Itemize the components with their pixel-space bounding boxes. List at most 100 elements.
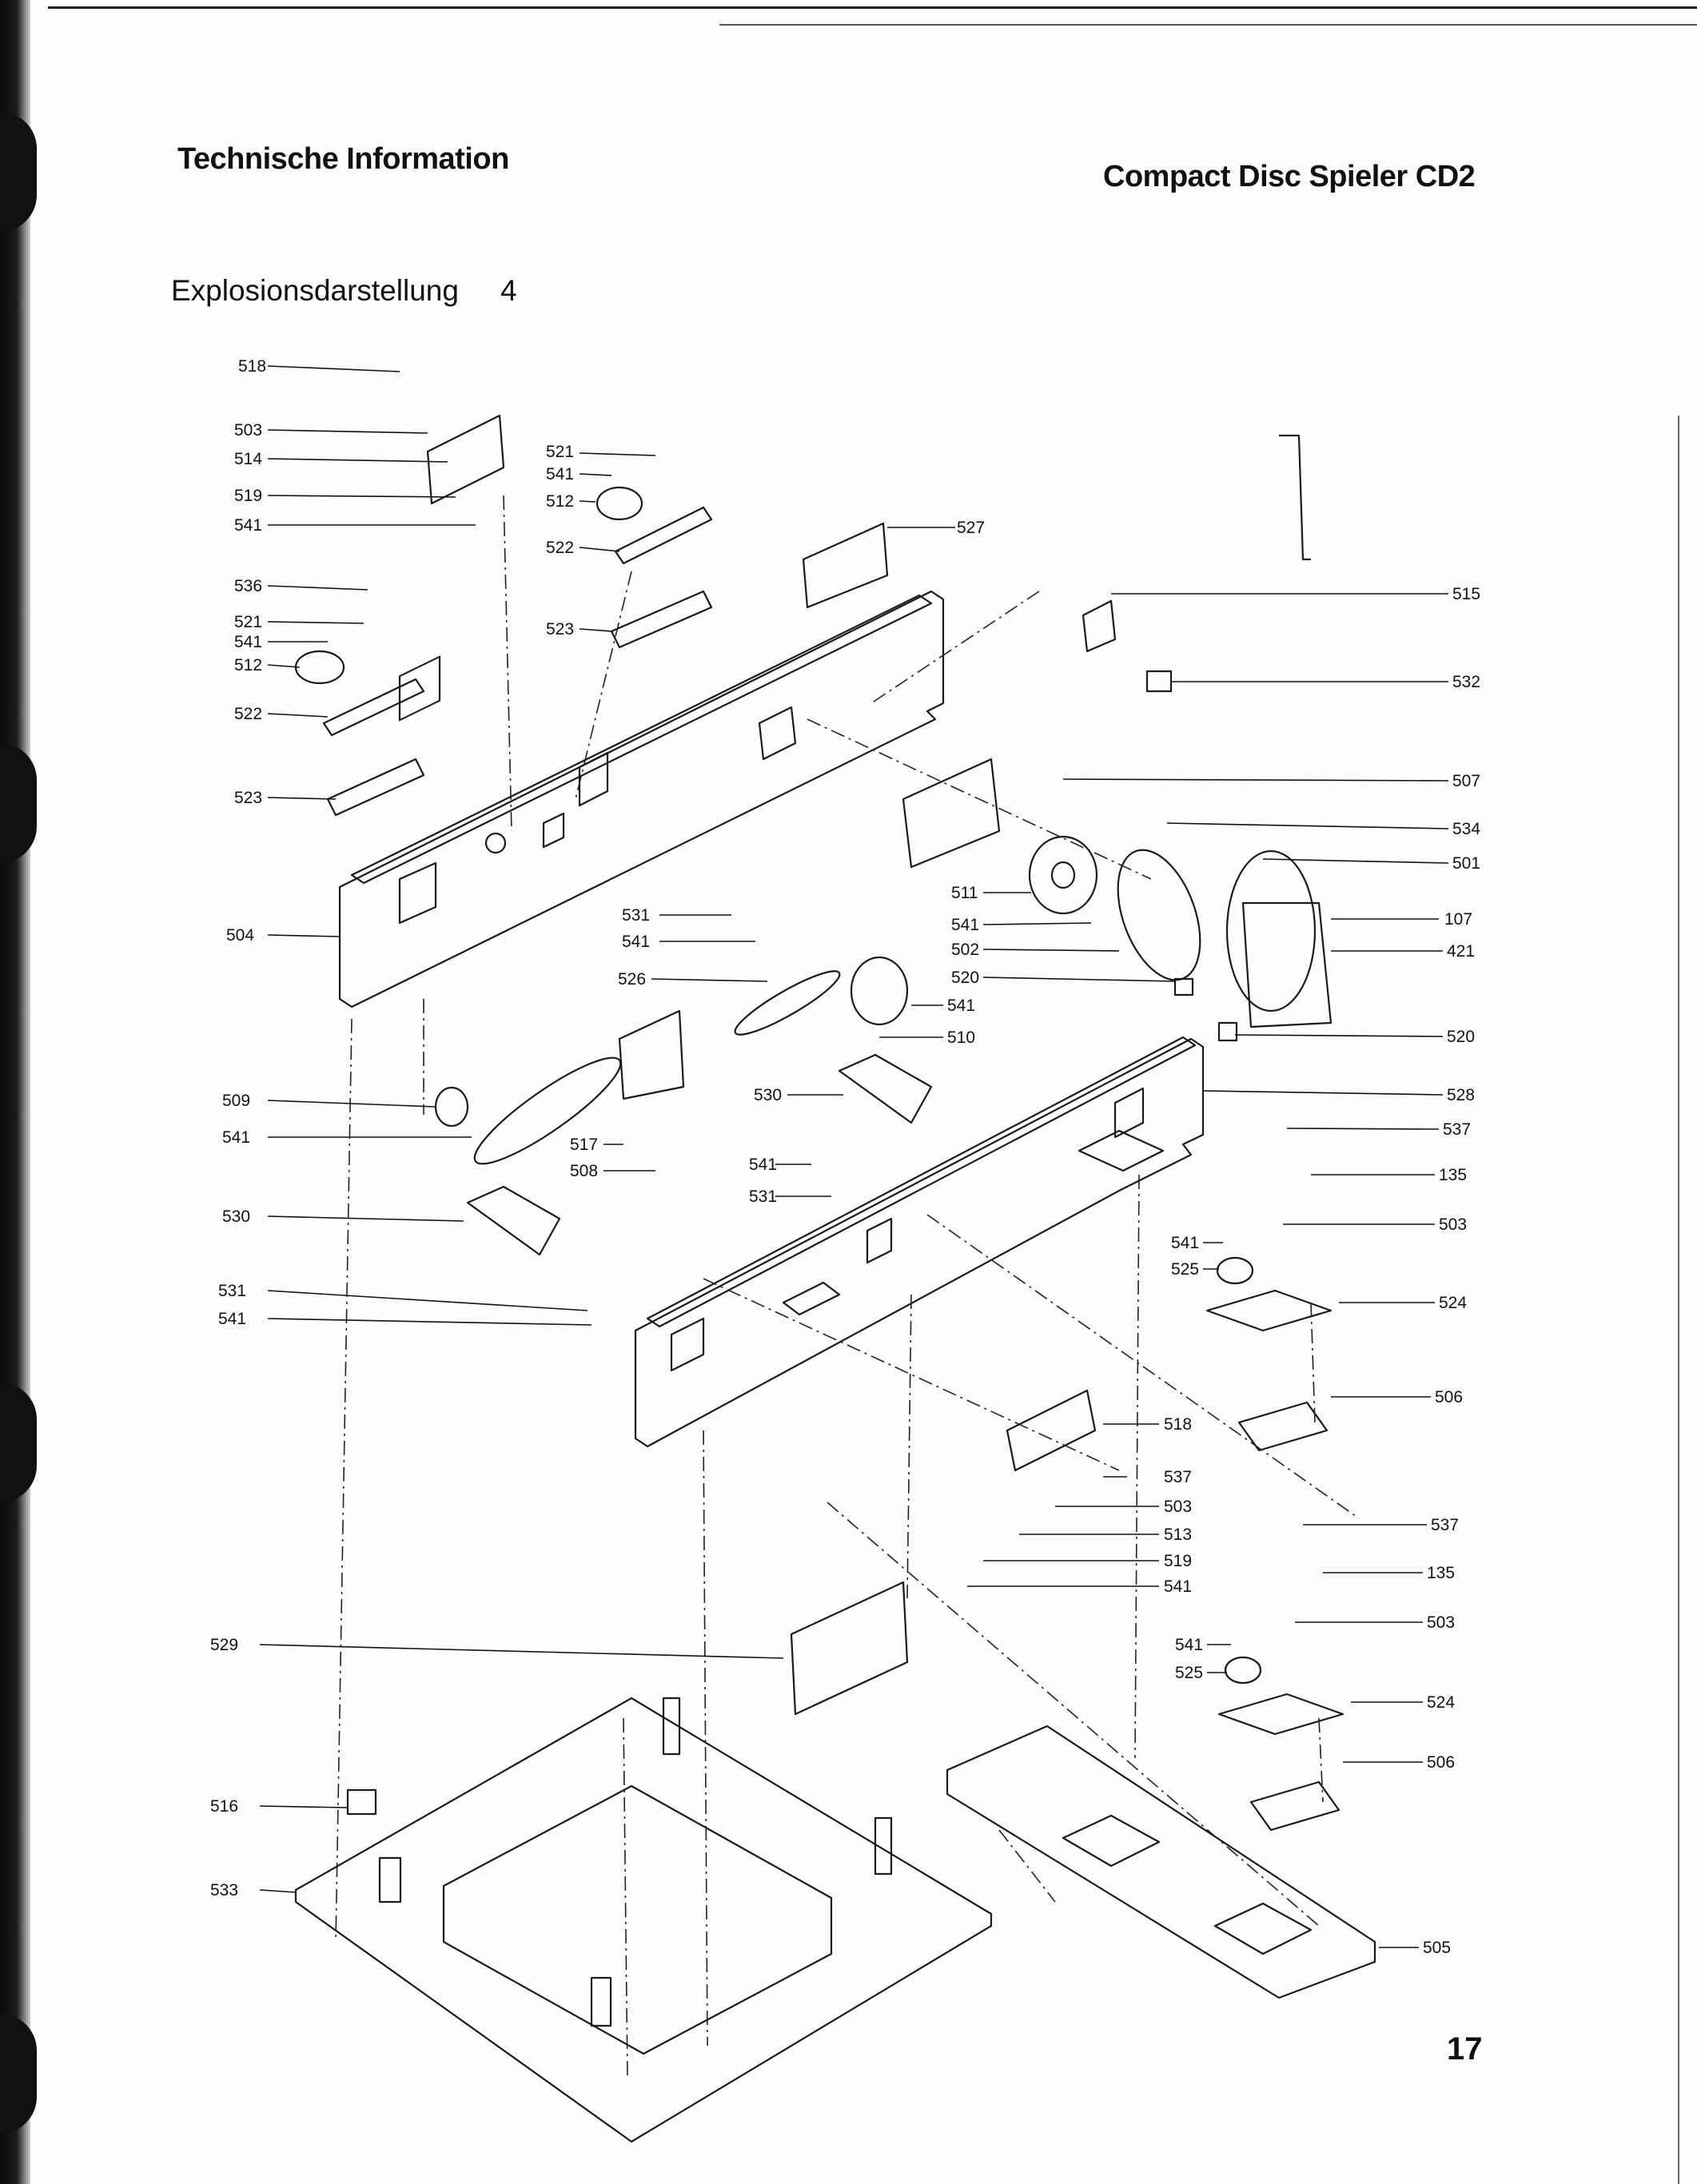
- punch-hole: [0, 1382, 37, 1502]
- header-left: Technische Information: [177, 142, 509, 176]
- drive-belt: [1117, 849, 1201, 981]
- callout-label: 515: [1452, 585, 1480, 603]
- header-right: Compact Disc Spieler CD2: [1103, 160, 1476, 193]
- base-plate-opening: [442, 1784, 833, 2055]
- callout-label: 520: [1447, 1028, 1475, 1046]
- standoff: [378, 1856, 402, 1904]
- standoff: [662, 1697, 681, 1756]
- callout-label: 502: [951, 941, 979, 959]
- callout-label: 503: [1427, 1613, 1455, 1632]
- alignment-line: [703, 1430, 708, 2047]
- motor-mount: [1241, 901, 1333, 1028]
- callout-label: 506: [1427, 1753, 1455, 1772]
- front-chassis-panel: [634, 1037, 1205, 1448]
- callout-label: 526: [618, 970, 646, 989]
- callout-label: 521: [234, 613, 262, 631]
- callout-label: 506: [1435, 1388, 1463, 1406]
- callout-label: 525: [1175, 1664, 1203, 1682]
- damper-525-upper: [1216, 1256, 1254, 1285]
- callout-label: 531: [749, 1187, 777, 1206]
- panel-window: [398, 861, 437, 925]
- callout-label: 513: [1164, 1526, 1192, 1544]
- callout-label: 541: [222, 1128, 250, 1147]
- callout-label: 511: [951, 884, 978, 902]
- callout-label: 523: [234, 789, 262, 807]
- callout-label: 541: [218, 1310, 246, 1328]
- base-rail-bracket: [1213, 1902, 1313, 1955]
- callouts-center: [579, 452, 1231, 1673]
- pulley-511: [1028, 835, 1098, 915]
- callout-label: 541: [234, 633, 262, 651]
- shield-527: [802, 522, 889, 609]
- bracket-517: [618, 1009, 685, 1100]
- callout-label: 522: [234, 705, 262, 723]
- callouts-left: [259, 365, 784, 1893]
- alignment-line: [623, 1717, 628, 2079]
- bracket-515: [1082, 599, 1117, 653]
- alignment-line: [703, 1278, 1120, 1471]
- panel-window: [782, 1281, 841, 1316]
- bracket-523-mid: [610, 590, 713, 649]
- callout-label: 541: [951, 916, 979, 934]
- top-rule: [48, 6, 1697, 9]
- callout-label: 530: [222, 1207, 250, 1226]
- callout-label: 503: [234, 421, 262, 440]
- callout-label: 531: [218, 1282, 246, 1300]
- callout-label: 503: [1164, 1498, 1192, 1516]
- callout-labels-center: 521 541 512 522 523 527 531 541 526 517 …: [546, 443, 1203, 1682]
- alignment-line: [870, 591, 1040, 704]
- spacer-516: [346, 1788, 377, 1816]
- bracket-529: [790, 1581, 909, 1716]
- block-520b: [1217, 1021, 1238, 1042]
- callout-label: 522: [546, 539, 574, 557]
- page-number: 17: [1447, 2031, 1483, 2067]
- panel-window: [670, 1317, 705, 1372]
- alignment-line: [926, 1214, 1360, 1519]
- cable-tie: [1279, 434, 1311, 561]
- base-rail-bracket: [1062, 1814, 1161, 1868]
- callout-label: 537: [1443, 1120, 1471, 1139]
- callout-labels-right: 515 532 507 534 501 107 421 520 528 537 …: [1423, 585, 1480, 1957]
- base-rail: [946, 1725, 1376, 1999]
- callout-label: 537: [1164, 1468, 1192, 1486]
- callout-label: 509: [222, 1092, 250, 1110]
- alignment-line: [503, 495, 512, 832]
- panel-window: [866, 1217, 893, 1264]
- callout-label: 517: [570, 1136, 598, 1154]
- rear-chassis-panel: [338, 590, 945, 1008]
- punch-hole: [0, 743, 37, 863]
- callout-label: 421: [1447, 942, 1475, 961]
- callout-label: 534: [1452, 820, 1480, 838]
- top-rule-2: [719, 24, 1697, 26]
- front-chassis-panel-top-lip: [646, 1036, 1197, 1328]
- alignment-line: [1310, 1302, 1316, 1423]
- callout-label: 530: [754, 1086, 782, 1104]
- bracket-506-upper: [1237, 1401, 1329, 1452]
- callout-label: 527: [957, 519, 985, 537]
- bracket-530-upper: [838, 1053, 933, 1124]
- callout-label: 524: [1439, 1294, 1467, 1312]
- callout-label: 520: [951, 969, 979, 987]
- callout-label: 537: [1431, 1516, 1459, 1534]
- callout-label: 503: [1439, 1215, 1467, 1234]
- callout-label: 523: [546, 620, 574, 638]
- bracket-507: [902, 758, 1001, 869]
- callout-label: 529: [210, 1636, 238, 1654]
- callout-label: 501: [1452, 854, 1480, 873]
- gear-510: [850, 956, 909, 1026]
- callout-label: 528: [1447, 1086, 1475, 1104]
- bracket-518-lower: [1006, 1389, 1097, 1472]
- callout-label: 107: [1444, 910, 1472, 929]
- drive-belt: [734, 970, 841, 1036]
- callout-label: 135: [1439, 1166, 1467, 1184]
- alignment-line: [998, 1829, 1056, 1903]
- standoff: [874, 1816, 893, 1876]
- callout-label: 507: [1452, 772, 1480, 790]
- callout-label: 541: [622, 933, 650, 951]
- bracket-524-lower: [1217, 1693, 1344, 1736]
- callout-label: 541: [1175, 1636, 1203, 1654]
- motor-body: [1225, 849, 1317, 1012]
- punch-hole: [0, 2014, 37, 2134]
- base-plate: [294, 1697, 993, 2143]
